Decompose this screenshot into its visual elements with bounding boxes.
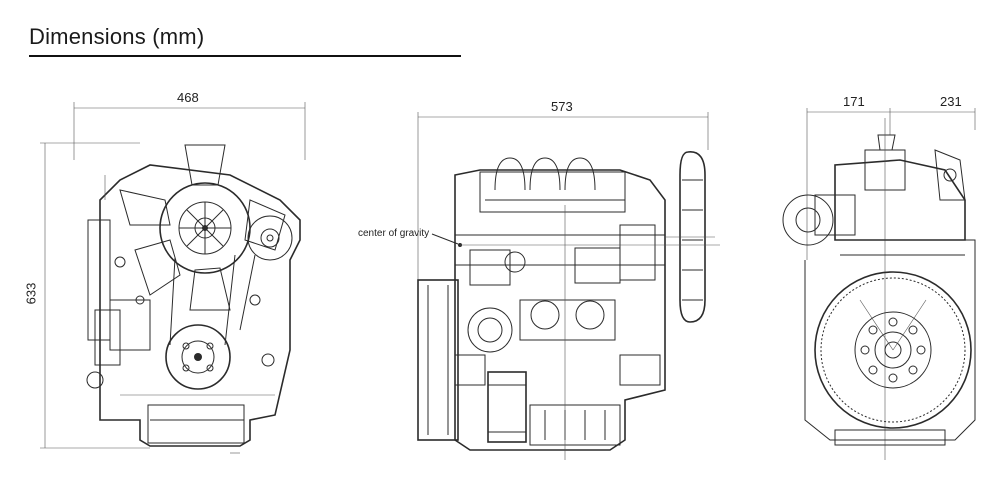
side-view-drawing [417,112,720,460]
dimension-side-length: 573 [551,99,573,114]
front-view-drawing [40,102,306,454]
dimension-front-width: 468 [177,90,199,105]
dimension-rear-right: 231 [940,94,962,109]
center-of-gravity-label: center of gravity [358,228,430,239]
page-title: Dimensions (mm) [29,24,205,49]
dimension-rear-left: 171 [843,94,865,109]
rear-view-drawing [782,108,976,460]
title-underline [29,55,461,57]
